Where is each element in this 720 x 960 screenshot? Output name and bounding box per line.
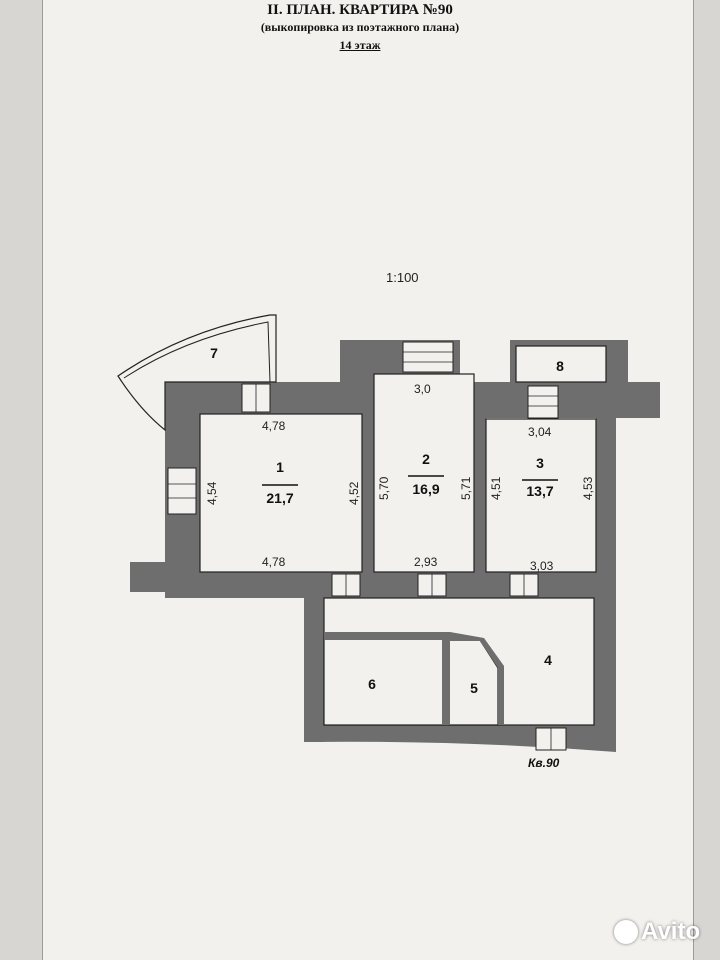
room-8 — [515, 345, 607, 383]
window-room-3 — [527, 385, 559, 419]
avito-logo-icon — [614, 920, 638, 944]
storage-walls — [324, 632, 504, 725]
dim-r1-right: 4,52 — [347, 481, 361, 505]
storage-north-wall — [324, 632, 446, 640]
room-3 — [485, 418, 597, 573]
room-2-area: 16,9 — [412, 481, 439, 497]
plan-title: II. ПЛАН. КВАРТИРА №90 — [267, 2, 453, 18]
room-2 — [373, 373, 475, 573]
west-wall-hall — [304, 592, 324, 742]
dim-r1-left: 4,54 — [205, 481, 219, 505]
dim-r1-bottom: 4,78 — [262, 555, 286, 569]
window-room-1-left — [167, 467, 197, 515]
dim-r2-left: 5,70 — [377, 476, 391, 500]
scale-label: 1:100 — [386, 270, 419, 285]
windows — [167, 341, 567, 751]
east-wall-rooms — [596, 382, 616, 592]
room-7-number: 7 — [210, 345, 218, 361]
storage-rooms — [323, 637, 499, 726]
room-1-area: 21,7 — [266, 490, 293, 506]
window-lines — [168, 351, 558, 750]
closet-wall — [450, 632, 504, 725]
dim-r2-bottom: 2,93 — [414, 555, 438, 569]
avito-wordmark: Avito — [641, 918, 701, 945]
dim-r2-right: 5,71 — [459, 476, 473, 500]
loggia-rail — [123, 321, 271, 383]
dim-r3-right: 4,53 — [581, 476, 595, 500]
south-wall-rooms — [165, 572, 615, 598]
plan-subtitle: (выкопировка из поэтажного плана) — [260, 20, 460, 34]
storage-partition — [442, 632, 450, 725]
dim-r3-bottom: 3,03 — [530, 559, 554, 573]
east-wall-hall — [594, 592, 616, 742]
partition-2-3 — [474, 382, 486, 592]
floor-label: 14 этаж — [339, 38, 381, 52]
room-1 — [199, 413, 363, 573]
room-8-number: 8 — [556, 358, 564, 374]
entrance-label: Кв.90 — [528, 756, 560, 770]
dim-r2-top: 3,0 — [414, 382, 431, 396]
room-3-area: 13,7 — [526, 483, 553, 499]
dim-r3-left: 4,51 — [489, 476, 503, 500]
window-room-2 — [402, 341, 454, 373]
room-2-number: 2 — [422, 451, 430, 467]
south-wall-hall — [304, 725, 616, 752]
room-1-number: 1 — [276, 459, 284, 475]
room-5-number: 5 — [470, 680, 478, 696]
room-6 — [323, 637, 445, 726]
partition-1-2 — [362, 382, 374, 592]
avito-watermark: Avito — [614, 918, 700, 946]
room-3-number: 3 — [536, 455, 544, 471]
dim-r1-top: 4,78 — [262, 419, 286, 433]
dim-r3-top: 3,04 — [528, 425, 552, 439]
room-7 — [117, 314, 277, 432]
room-6-number: 6 — [368, 676, 376, 692]
room-4-number: 4 — [544, 652, 552, 668]
